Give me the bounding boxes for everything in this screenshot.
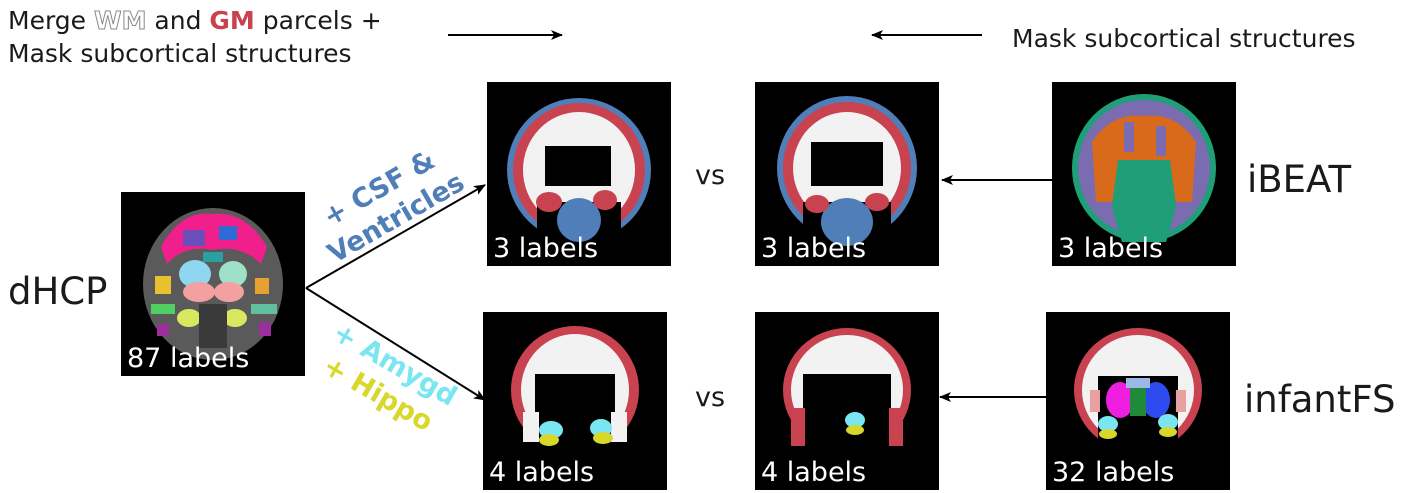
top-right-label-count: 3 labels bbox=[1058, 233, 1164, 264]
wm-label: WM bbox=[93, 6, 147, 36]
vs-bottom: vs bbox=[695, 382, 726, 413]
dhcp-label-count: 87 labels bbox=[127, 343, 250, 374]
bot-right-label-count: 32 labels bbox=[1052, 457, 1175, 488]
top-mid-label-count: 3 labels bbox=[761, 233, 867, 264]
bot-mid-label-count: 4 labels bbox=[761, 457, 867, 488]
vs-top: vs bbox=[695, 160, 726, 191]
brain-ibeat-masked-image bbox=[777, 96, 917, 266]
panel-infantfs: 32 labels bbox=[1046, 312, 1230, 490]
panel-infantfs-masked: 4 labels bbox=[755, 312, 939, 490]
arrow-dhcp-to-bottom bbox=[305, 287, 486, 401]
panel-ibeat: 3 labels bbox=[1052, 82, 1236, 266]
header-parcels-text: parcels + bbox=[254, 6, 382, 35]
dhcp-label: dHCP bbox=[8, 270, 108, 313]
brain-infantfs-masked-image bbox=[783, 328, 911, 490]
brain-infantfs-image bbox=[1074, 328, 1202, 490]
brain-3labels-image bbox=[507, 98, 651, 262]
header-and-text: and bbox=[146, 6, 210, 35]
ibeat-label: iBEAT bbox=[1247, 158, 1352, 201]
header-merge-text: Merge bbox=[8, 6, 94, 35]
panel-dhcp-3labels: 3 labels bbox=[487, 82, 671, 266]
gm-label: GM bbox=[209, 6, 255, 35]
panel-ibeat-masked: 3 labels bbox=[755, 82, 939, 266]
dhcp-panel: 87 labels bbox=[121, 192, 305, 376]
infantfs-label: infantFS bbox=[1244, 378, 1396, 421]
brain-4labels-image bbox=[511, 326, 639, 490]
bot-left-label-count: 4 labels bbox=[489, 457, 595, 488]
header-right: Mask subcortical structures bbox=[1012, 24, 1356, 53]
brain-ibeat-image bbox=[1072, 94, 1216, 242]
header-left-line1: Merge WM and GM parcels + bbox=[8, 4, 382, 37]
top-left-label-count: 3 labels bbox=[493, 233, 599, 264]
header-left: Merge WM and GM parcels + Mask subcortic… bbox=[8, 4, 382, 70]
header-left-line2: Mask subcortical structures bbox=[8, 39, 352, 68]
arrow-dhcp-to-top bbox=[305, 184, 486, 289]
panel-dhcp-4labels: 4 labels bbox=[483, 312, 667, 490]
dhcp-brain-image bbox=[143, 208, 283, 360]
